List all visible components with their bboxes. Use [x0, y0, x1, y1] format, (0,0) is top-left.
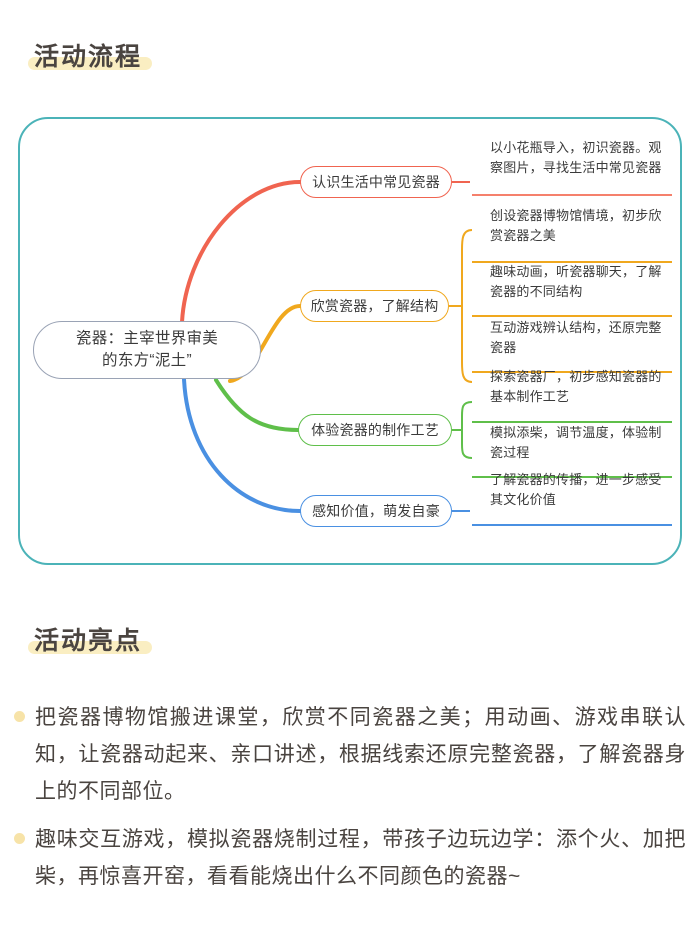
highlight-text-2: 趣味交互游戏，模拟瓷器烧制过程，带孩子边玩边学：添个火、加把柴，再惊喜开窑，看看…	[35, 828, 686, 888]
bullet-dot-icon	[14, 833, 25, 845]
page-title-highlights: 活动亮点	[34, 627, 143, 655]
leaf-bracket-2-spine	[461, 229, 473, 383]
highlight-text-1: 把瓷器博物馆搬进课堂，欣赏不同瓷器之美；用动画、游戏串联认知，让瓷器动起来、亲口…	[35, 706, 686, 803]
leaf-bracket-3-spine	[461, 401, 473, 459]
connector-branch-1	[180, 180, 302, 324]
mindmap-leaf-2-2: 趣味动画，听瓷器聊天，了解 瓷器的不同结构	[490, 264, 662, 299]
mindmap-branch-node-1[interactable]: 认识生活中常见瓷器	[300, 166, 452, 198]
highlights-list: 把瓷器博物馆搬进课堂，欣赏不同瓷器之美；用动画、游戏串联认知，让瓷器动起来、亲口…	[14, 700, 686, 908]
bullet-dot-icon	[14, 711, 25, 722]
mindmap-leaf-2-1: 创设瓷器博物馆情境，初步欣 赏瓷器之美	[490, 208, 662, 243]
branch-node-label-2: 欣赏瓷器，了解结构	[310, 298, 439, 314]
branch-node-label-4: 感知价值，萌发自豪	[312, 503, 440, 519]
mindmap-branch-node-2[interactable]: 欣赏瓷器，了解结构	[300, 290, 449, 322]
heading-highlight-bar-highlights	[28, 640, 153, 654]
mindmap-connectors	[180, 180, 672, 526]
mindmap-branch-node-3[interactable]: 体验瓷器的制作工艺	[298, 414, 452, 446]
page-title-flow: 活动流程	[34, 43, 143, 71]
section-heading-flow: 活动流程	[28, 43, 153, 72]
branch-node-label-3: 体验瓷器的制作工艺	[311, 422, 439, 438]
list-item: 趣味交互游戏，模拟瓷器烧制过程，带孩子边玩边学：添个火、加把柴，再惊喜开窑，看看…	[14, 822, 686, 896]
branch-node-label-1: 认识生活中常见瓷器	[312, 174, 440, 190]
mindmap-leaf-2-3: 互动游戏辨认结构，还原完整 瓷器	[490, 320, 662, 355]
mindmap-frame	[18, 117, 682, 565]
mindmap-center-node[interactable]: 瓷器：主宰世界审美 的东方“泥土”	[33, 321, 261, 379]
list-item: 把瓷器博物馆搬进课堂，欣赏不同瓷器之美；用动画、游戏串联认知，让瓷器动起来、亲口…	[14, 700, 686, 810]
mindmap-leaf-1-1: 以小花瓶导入，初识瓷器。观 察图片，寻找生活中常见瓷器	[490, 140, 662, 175]
connector-branch-4	[182, 377, 302, 513]
connector-branch-3	[214, 378, 300, 432]
mindmap-leaf-3-2: 模拟添柴，调节温度，体验制 瓷过程	[490, 425, 662, 460]
center-node-label: 瓷器：主宰世界审美 的东方“泥土”	[75, 329, 219, 369]
heading-highlight-bar-flow	[28, 56, 153, 70]
section-heading-highlights: 活动亮点	[28, 627, 153, 656]
mindmap-leaf-3-1: 探索瓷器厂，初步感知瓷器的 基本制作工艺	[490, 369, 662, 404]
mindmap-branch-node-4[interactable]: 感知价值，萌发自豪	[300, 495, 452, 527]
mindmap: 瓷器：主宰世界审美 的东方“泥土” 认识生活中常见瓷器 欣赏瓷器，了解结构 体验…	[0, 110, 700, 570]
mindmap-leaf-4-1: 了解瓷器的传播，进一步感受 其文化价值	[490, 472, 662, 507]
